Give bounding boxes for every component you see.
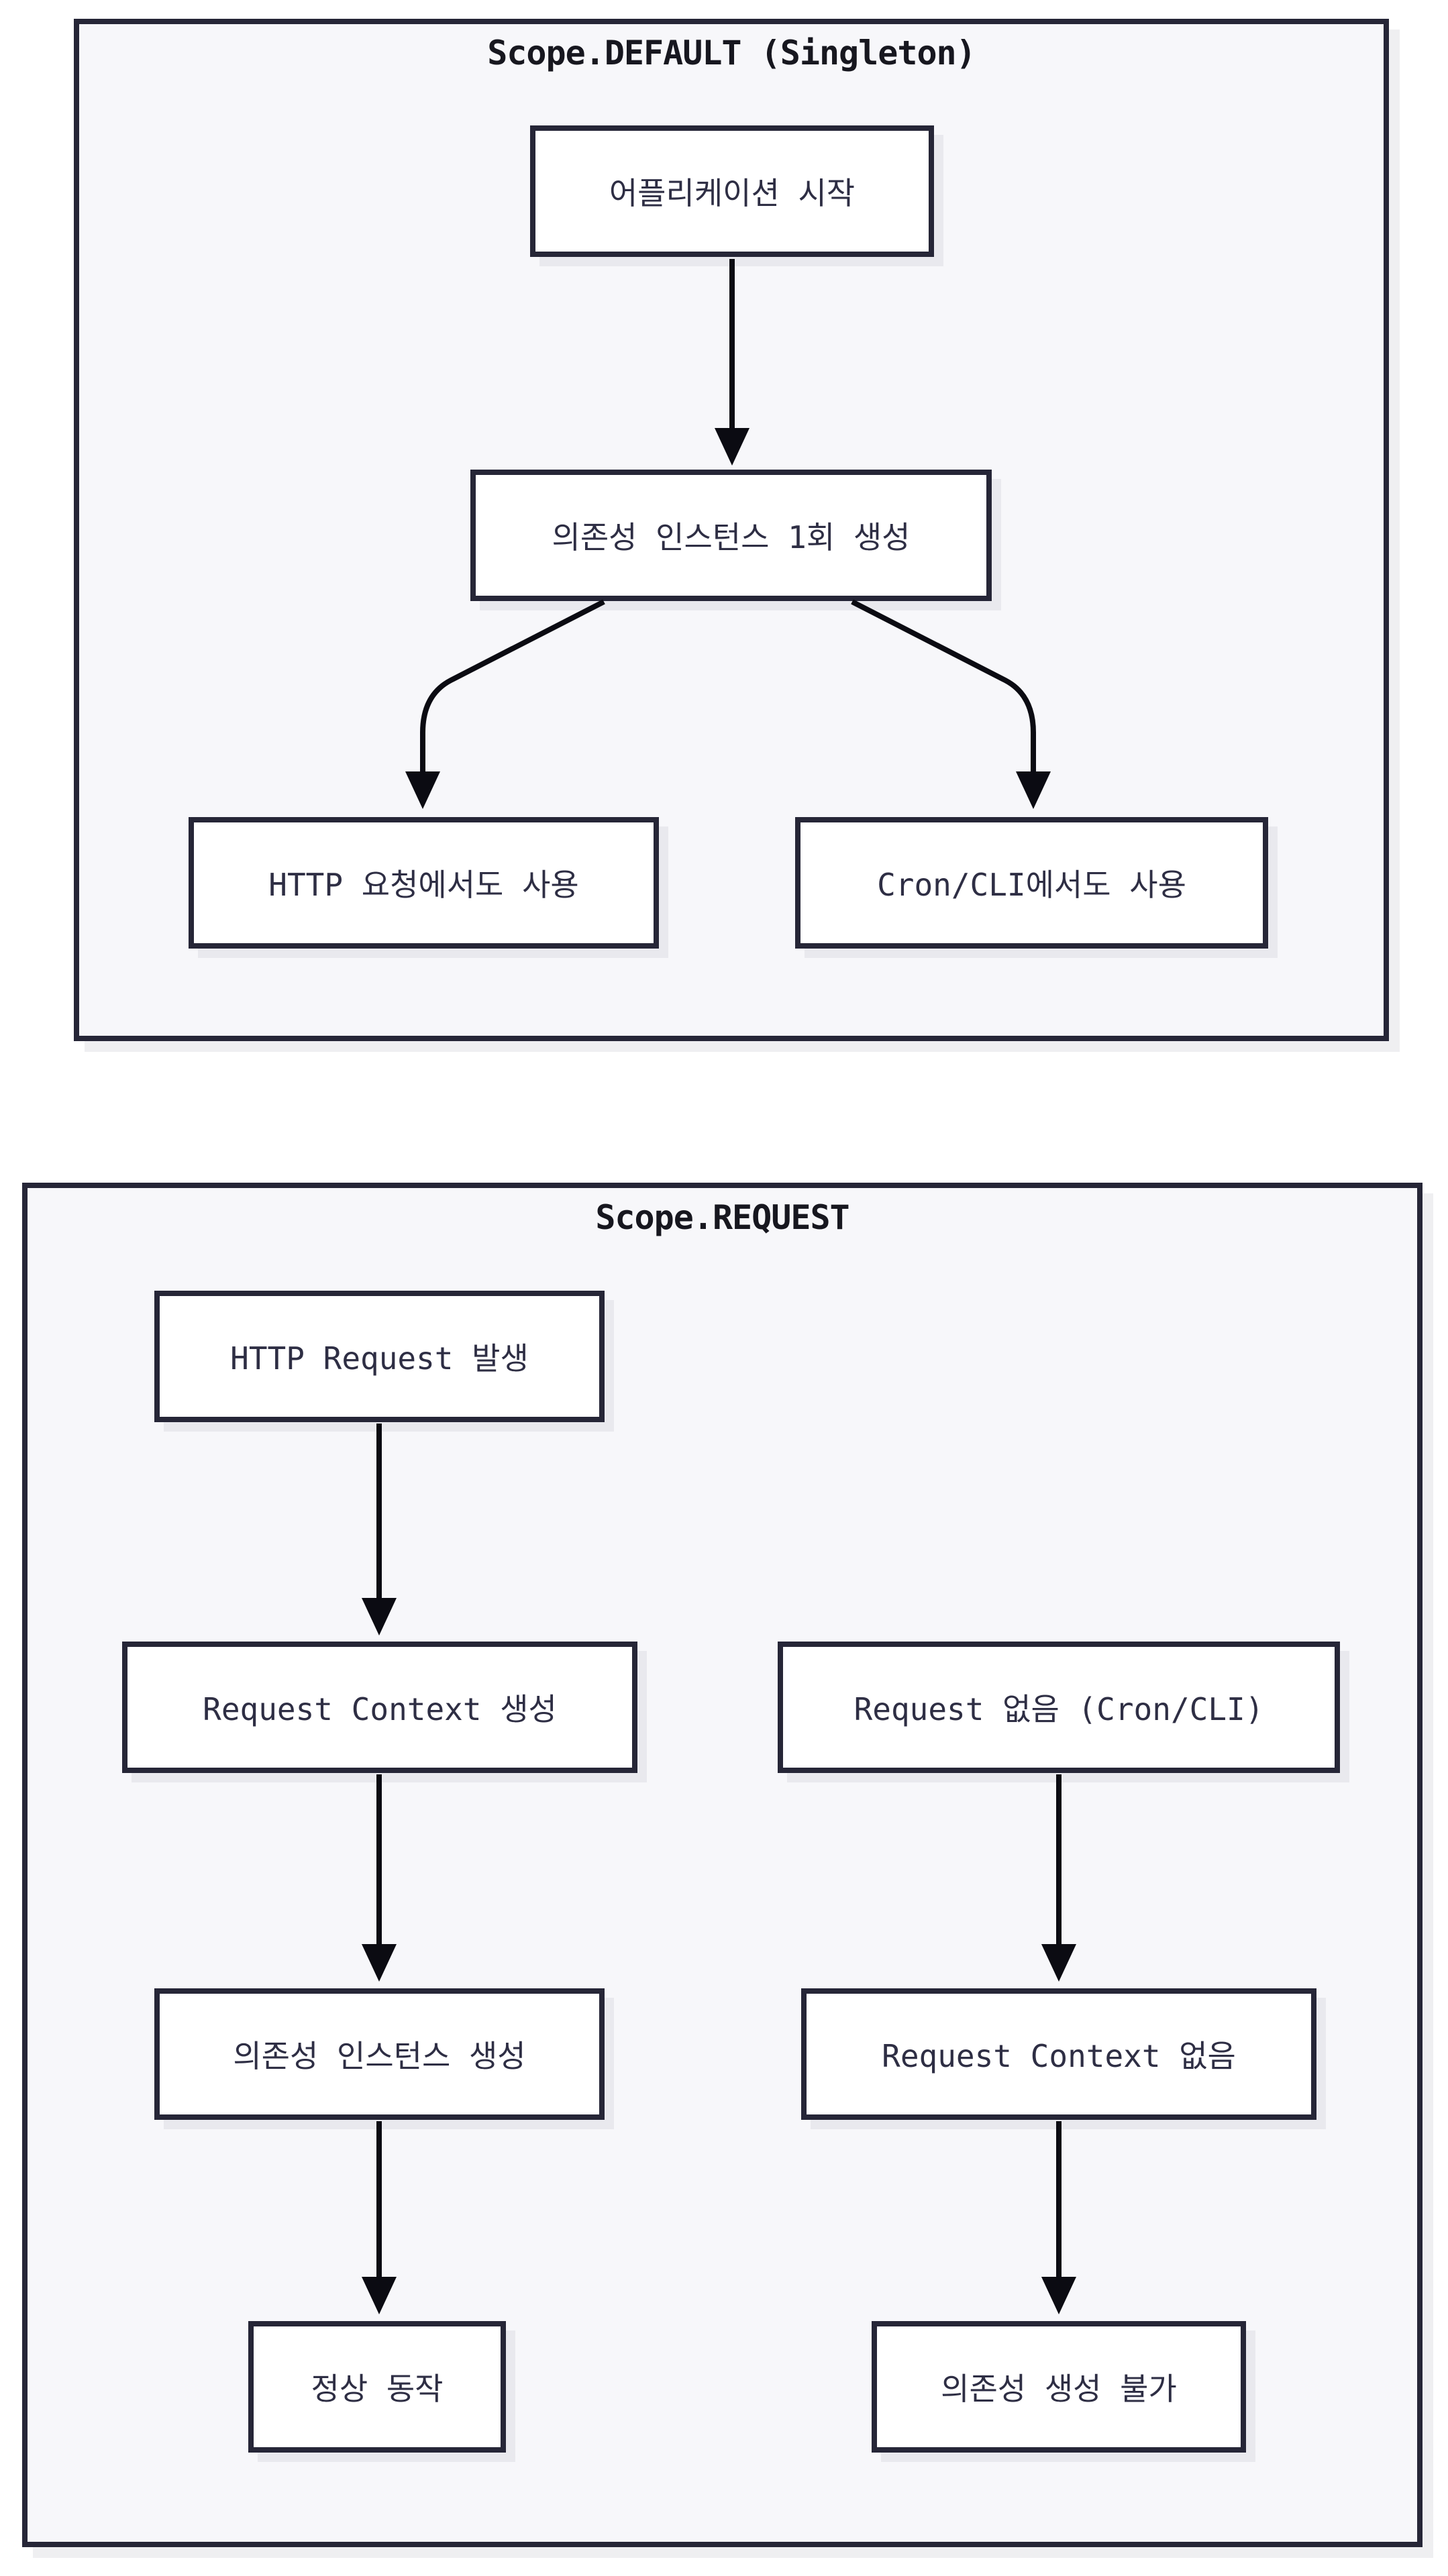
node-app-start-label: 어플리케이션 시작 [609,175,856,211]
node-http-request-label: HTTP Request 발생 [230,1340,529,1377]
node-dep-create-impossible: 의존성 생성 불가 [872,2321,1246,2453]
node-http-usage: HTTP 요청에서도 사용 [189,817,659,949]
node-dep-create-impossible-label: 의존성 생성 불가 [941,2371,1177,2407]
node-http-usage-label: HTTP 요청에서도 사용 [268,867,579,903]
node-request-context-create: Request Context 생성 [122,1642,637,1773]
node-request-context-create-label: Request Context 생성 [203,1691,557,1727]
node-dep-instance-create: 의존성 인스턴스 생성 [154,1988,605,2120]
subgraph-scope-default-title: Scope.DEFAULT (Singleton) [487,34,976,72]
subgraph-scope-request-title: Scope.REQUEST [595,1198,849,1237]
node-normal-operation-label: 정상 동작 [311,2371,444,2407]
node-no-request-context-label: Request Context 없음 [882,2038,1236,2074]
node-no-request-label: Request 없음 (Cron/CLI) [854,1691,1264,1727]
node-cron-cli-usage-label: Cron/CLI에서도 사용 [877,867,1186,903]
node-dep-create-once: 의존성 인스턴스 1회 생성 [470,470,992,601]
node-normal-operation: 정상 동작 [248,2321,506,2453]
node-dep-instance-create-label: 의존성 인스턴스 생성 [233,2038,526,2074]
node-cron-cli-usage: Cron/CLI에서도 사용 [795,817,1268,949]
node-http-request: HTTP Request 발생 [154,1291,605,1422]
node-dep-create-once-label: 의존성 인스턴스 1회 생성 [552,519,911,555]
node-no-request-context: Request Context 없음 [801,1988,1316,2120]
node-app-start: 어플리케이션 시작 [530,125,934,257]
node-no-request: Request 없음 (Cron/CLI) [778,1642,1340,1773]
